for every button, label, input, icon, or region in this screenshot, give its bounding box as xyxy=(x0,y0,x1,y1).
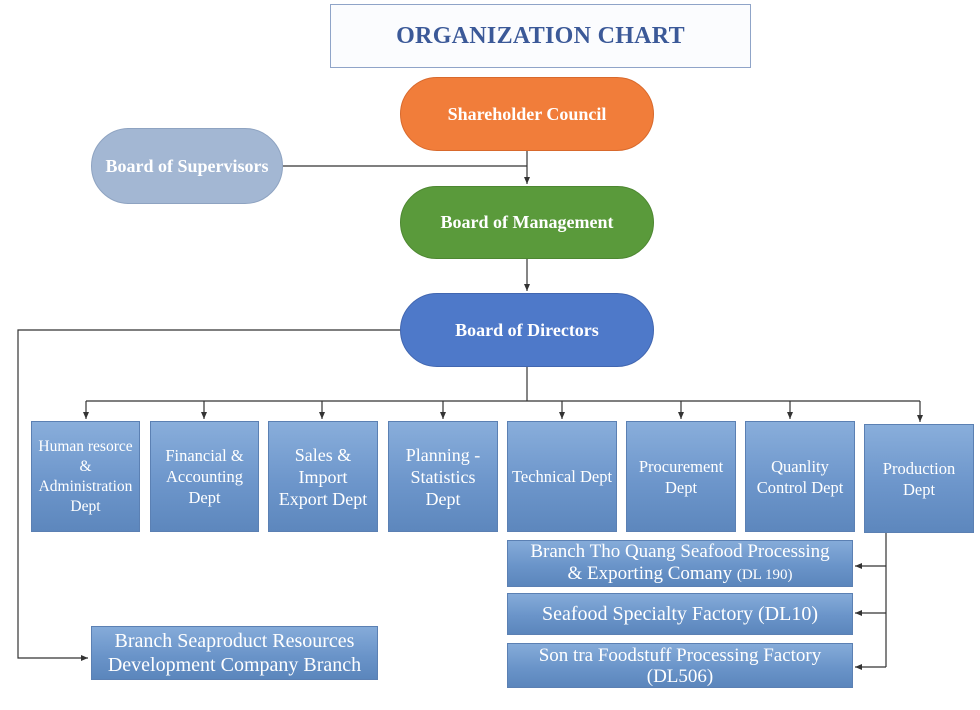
dept-planning-statistics: Planning - Statistics Dept xyxy=(388,421,498,532)
dept-human-resource: Human resorce & Administration Dept xyxy=(31,421,140,532)
branch-seaproduct-resources: Branch Seaproduct Resources Development … xyxy=(91,626,378,680)
dept-sales-import-export: Sales & Import Export Dept xyxy=(268,421,378,532)
connector-directors-seaproduct xyxy=(17,329,400,661)
dept-technical: Technical Dept xyxy=(507,421,617,532)
branch-seaproduct-line2: Development Company Branch xyxy=(107,654,362,676)
branch-seafood-specialty: Seafood Specialty Factory (DL10) xyxy=(507,593,853,635)
chart-title: ORGANIZATION CHART xyxy=(330,4,751,68)
branch-son-tra: Son tra Foodstuff Processing Factory (DL… xyxy=(507,643,853,688)
board-of-supervisors-node: Board of Supervisors xyxy=(91,128,283,204)
board-of-management-node: Board of Management xyxy=(400,186,654,259)
shareholder-council-node: Shareholder Council xyxy=(400,77,654,151)
dept-quality-control: Quanlity Control Dept xyxy=(745,421,855,532)
branch-seaproduct-line1: Branch Seaproduct Resources xyxy=(114,630,355,652)
dept-procurement: Procurement Dept xyxy=(626,421,736,532)
branch-tho-quang: Branch Tho Quang Seafood Processing & Ex… xyxy=(507,540,853,587)
branch-son-tra-line1: Son tra Foodstuff Processing Factory xyxy=(538,644,822,666)
dept-production: Production Dept xyxy=(864,424,974,533)
dept-financial-accounting: Financial & Accounting Dept xyxy=(150,421,259,532)
branch-son-tra-line2: (DL506) xyxy=(646,665,714,687)
branch-tho-quang-line1: Branch Tho Quang Seafood Processing xyxy=(530,541,830,562)
branch-tho-quang-code: (DL 190) xyxy=(736,567,793,583)
branch-tho-quang-line2: & Exporting Comany (DL 190) xyxy=(567,563,793,584)
board-of-directors-node: Board of Directors xyxy=(400,293,654,367)
